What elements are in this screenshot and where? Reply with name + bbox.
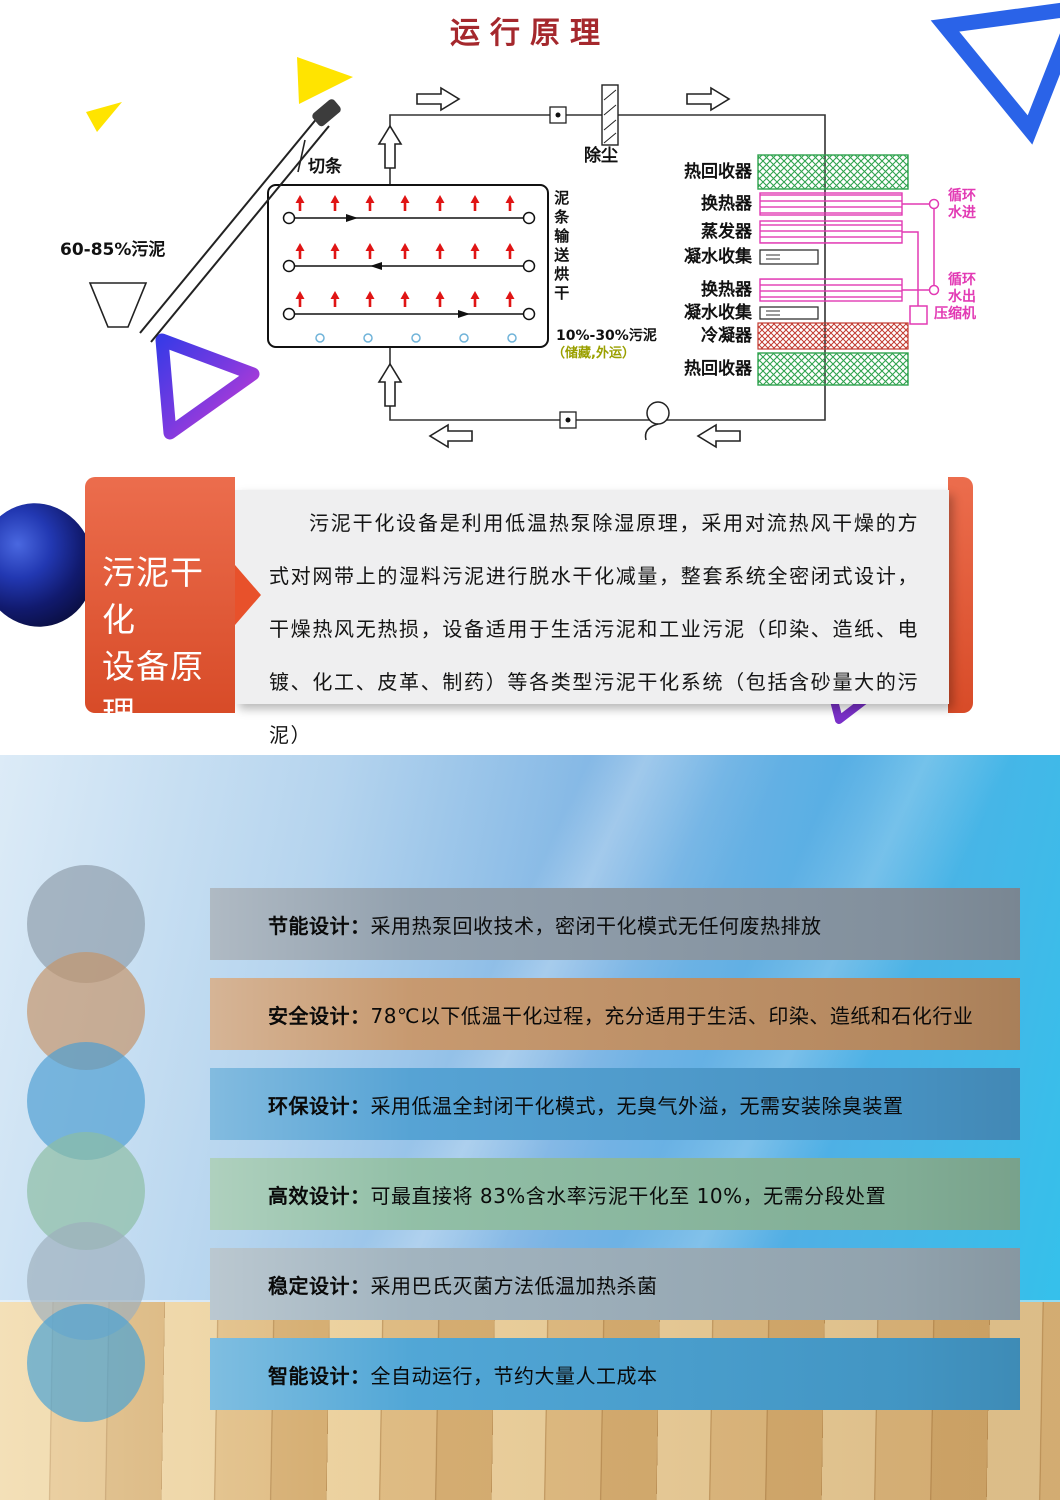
feature-label: 节能设计： (268, 913, 371, 938)
feature-label: 安全设计： (268, 1003, 371, 1028)
feature-bar-energy: 节能设计：采用热泵回收技术，密闭干化模式无任何废热排放 (210, 888, 1020, 960)
component-label-heat-exchanger-2: 换热器 (701, 280, 752, 300)
principle-body: 污泥干化设备是利用低温热泵除湿原理，采用对流热风干燥的方式对网带上的湿料污泥进行… (269, 511, 919, 747)
feature-label: 稳定设计： (268, 1273, 371, 1298)
accent-bar (948, 477, 973, 713)
dust-removal-label: 除尘 (584, 146, 618, 166)
feature-description: 采用巴氏灭菌方法低温加热杀菌 (370, 1273, 658, 1298)
features-section: 节能设计：采用热泵回收技术，密闭干化模式无任何废热排放 安全设计：78℃以下低温… (0, 755, 1060, 1500)
component-label-condensate-1: 凝水收集 (684, 247, 752, 267)
page-title: 运行原理 (450, 17, 610, 50)
diagram-graphics (86, 2, 1060, 448)
principle-heading: 污泥干化 设备原理 (85, 477, 235, 737)
feature-bar-text: 环保设计：采用低温全封闭干化模式，无臭气外溢，无需安装除臭装置 (210, 1090, 904, 1119)
feature-description: 采用低温全封闭干化模式，无臭气外溢，无需安装除臭装置 (370, 1093, 904, 1118)
feature-circle-intelligence (27, 1304, 145, 1422)
feature-bar-intelligence: 智能设计：全自动运行，节约大量人工成本 (210, 1338, 1020, 1410)
principle-heading-line2: 设备原理 (102, 647, 204, 733)
component-label-condensate-2: 凝水收集 (684, 303, 752, 323)
feature-description: 采用热泵回收技术，密闭干化模式无任何废热排放 (370, 913, 822, 938)
feature-bar-text: 安全设计：78℃以下低温干化过程，充分适用于生活、印染、造纸和石化行业 (210, 1000, 973, 1029)
component-label-heat-recovery-top: 热回收器 (684, 162, 752, 182)
principle-section: 污泥干化 设备原理 污泥干化设备是利用低温热泵除湿原理，采用对流热风干燥的方式对… (0, 475, 1060, 747)
component-label-heat-exchanger-1: 换热器 (701, 194, 752, 214)
component-label-heat-recovery-bottom: 热回收器 (684, 359, 752, 379)
sludge-input-label: 60-85%污泥 (60, 240, 166, 260)
sludge-output-note: （储藏,外运） (552, 346, 635, 361)
sludge-output-label: 10%-30%污泥 (556, 328, 657, 344)
compressor-label: 压缩机 (934, 306, 976, 322)
feature-description: 可最直接将 83%含水率污泥干化至 10%，无需分段处置 (370, 1183, 887, 1208)
feature-bar-safety: 安全设计：78℃以下低温干化过程，充分适用于生活、印染、造纸和石化行业 (210, 978, 1020, 1050)
feature-bar-text: 智能设计：全自动运行，节约大量人工成本 (210, 1360, 658, 1389)
feature-label: 智能设计： (268, 1363, 371, 1388)
feature-bar-stability: 稳定设计：采用巴氏灭菌方法低温加热杀菌 (210, 1248, 1020, 1320)
feature-label: 高效设计： (268, 1183, 371, 1208)
feature-description: 全自动运行，节约大量人工成本 (370, 1363, 658, 1388)
component-label-evaporator: 蒸发器 (701, 222, 752, 242)
principle-heading-tab: 污泥干化 设备原理 (85, 477, 261, 733)
feature-description: 78℃以下低温干化过程，充分适用于生活、印染、造纸和石化行业 (370, 1003, 974, 1028)
feature-bar-text: 节能设计：采用热泵回收技术，密闭干化模式无任何废热排放 (210, 910, 822, 939)
belt-drying-label: 泥条输送烘干 (552, 190, 571, 304)
principle-text-box: 污泥干化设备是利用低温热泵除湿原理，采用对流热风干燥的方式对网带上的湿料污泥进行… (235, 490, 949, 747)
component-label-condenser: 冷凝器 (701, 326, 752, 346)
circulating-water-out-label: 循环水出 (948, 272, 976, 305)
feature-bar-efficiency: 高效设计：可最直接将 83%含水率污泥干化至 10%，无需分段处置 (210, 1158, 1020, 1230)
feature-bar-text: 稳定设计：采用巴氏灭菌方法低温加热杀菌 (210, 1270, 658, 1299)
circulating-water-in-label: 循环水进 (948, 188, 976, 221)
principle-heading-line1: 污泥干化 (102, 553, 204, 639)
process-flow-diagram: 60-85%污泥 切条 除尘 泥条输送烘干 10%-30%污泥 （储藏,外运） … (0, 0, 1060, 470)
cut-strips-label: 切条 (308, 157, 342, 177)
feature-label: 环保设计： (268, 1093, 371, 1118)
feature-bar-text: 高效设计：可最直接将 83%含水率污泥干化至 10%，无需分段处置 (210, 1180, 886, 1209)
feature-bar-environment: 环保设计：采用低温全封闭干化模式，无臭气外溢，无需安装除臭装置 (210, 1068, 1020, 1140)
